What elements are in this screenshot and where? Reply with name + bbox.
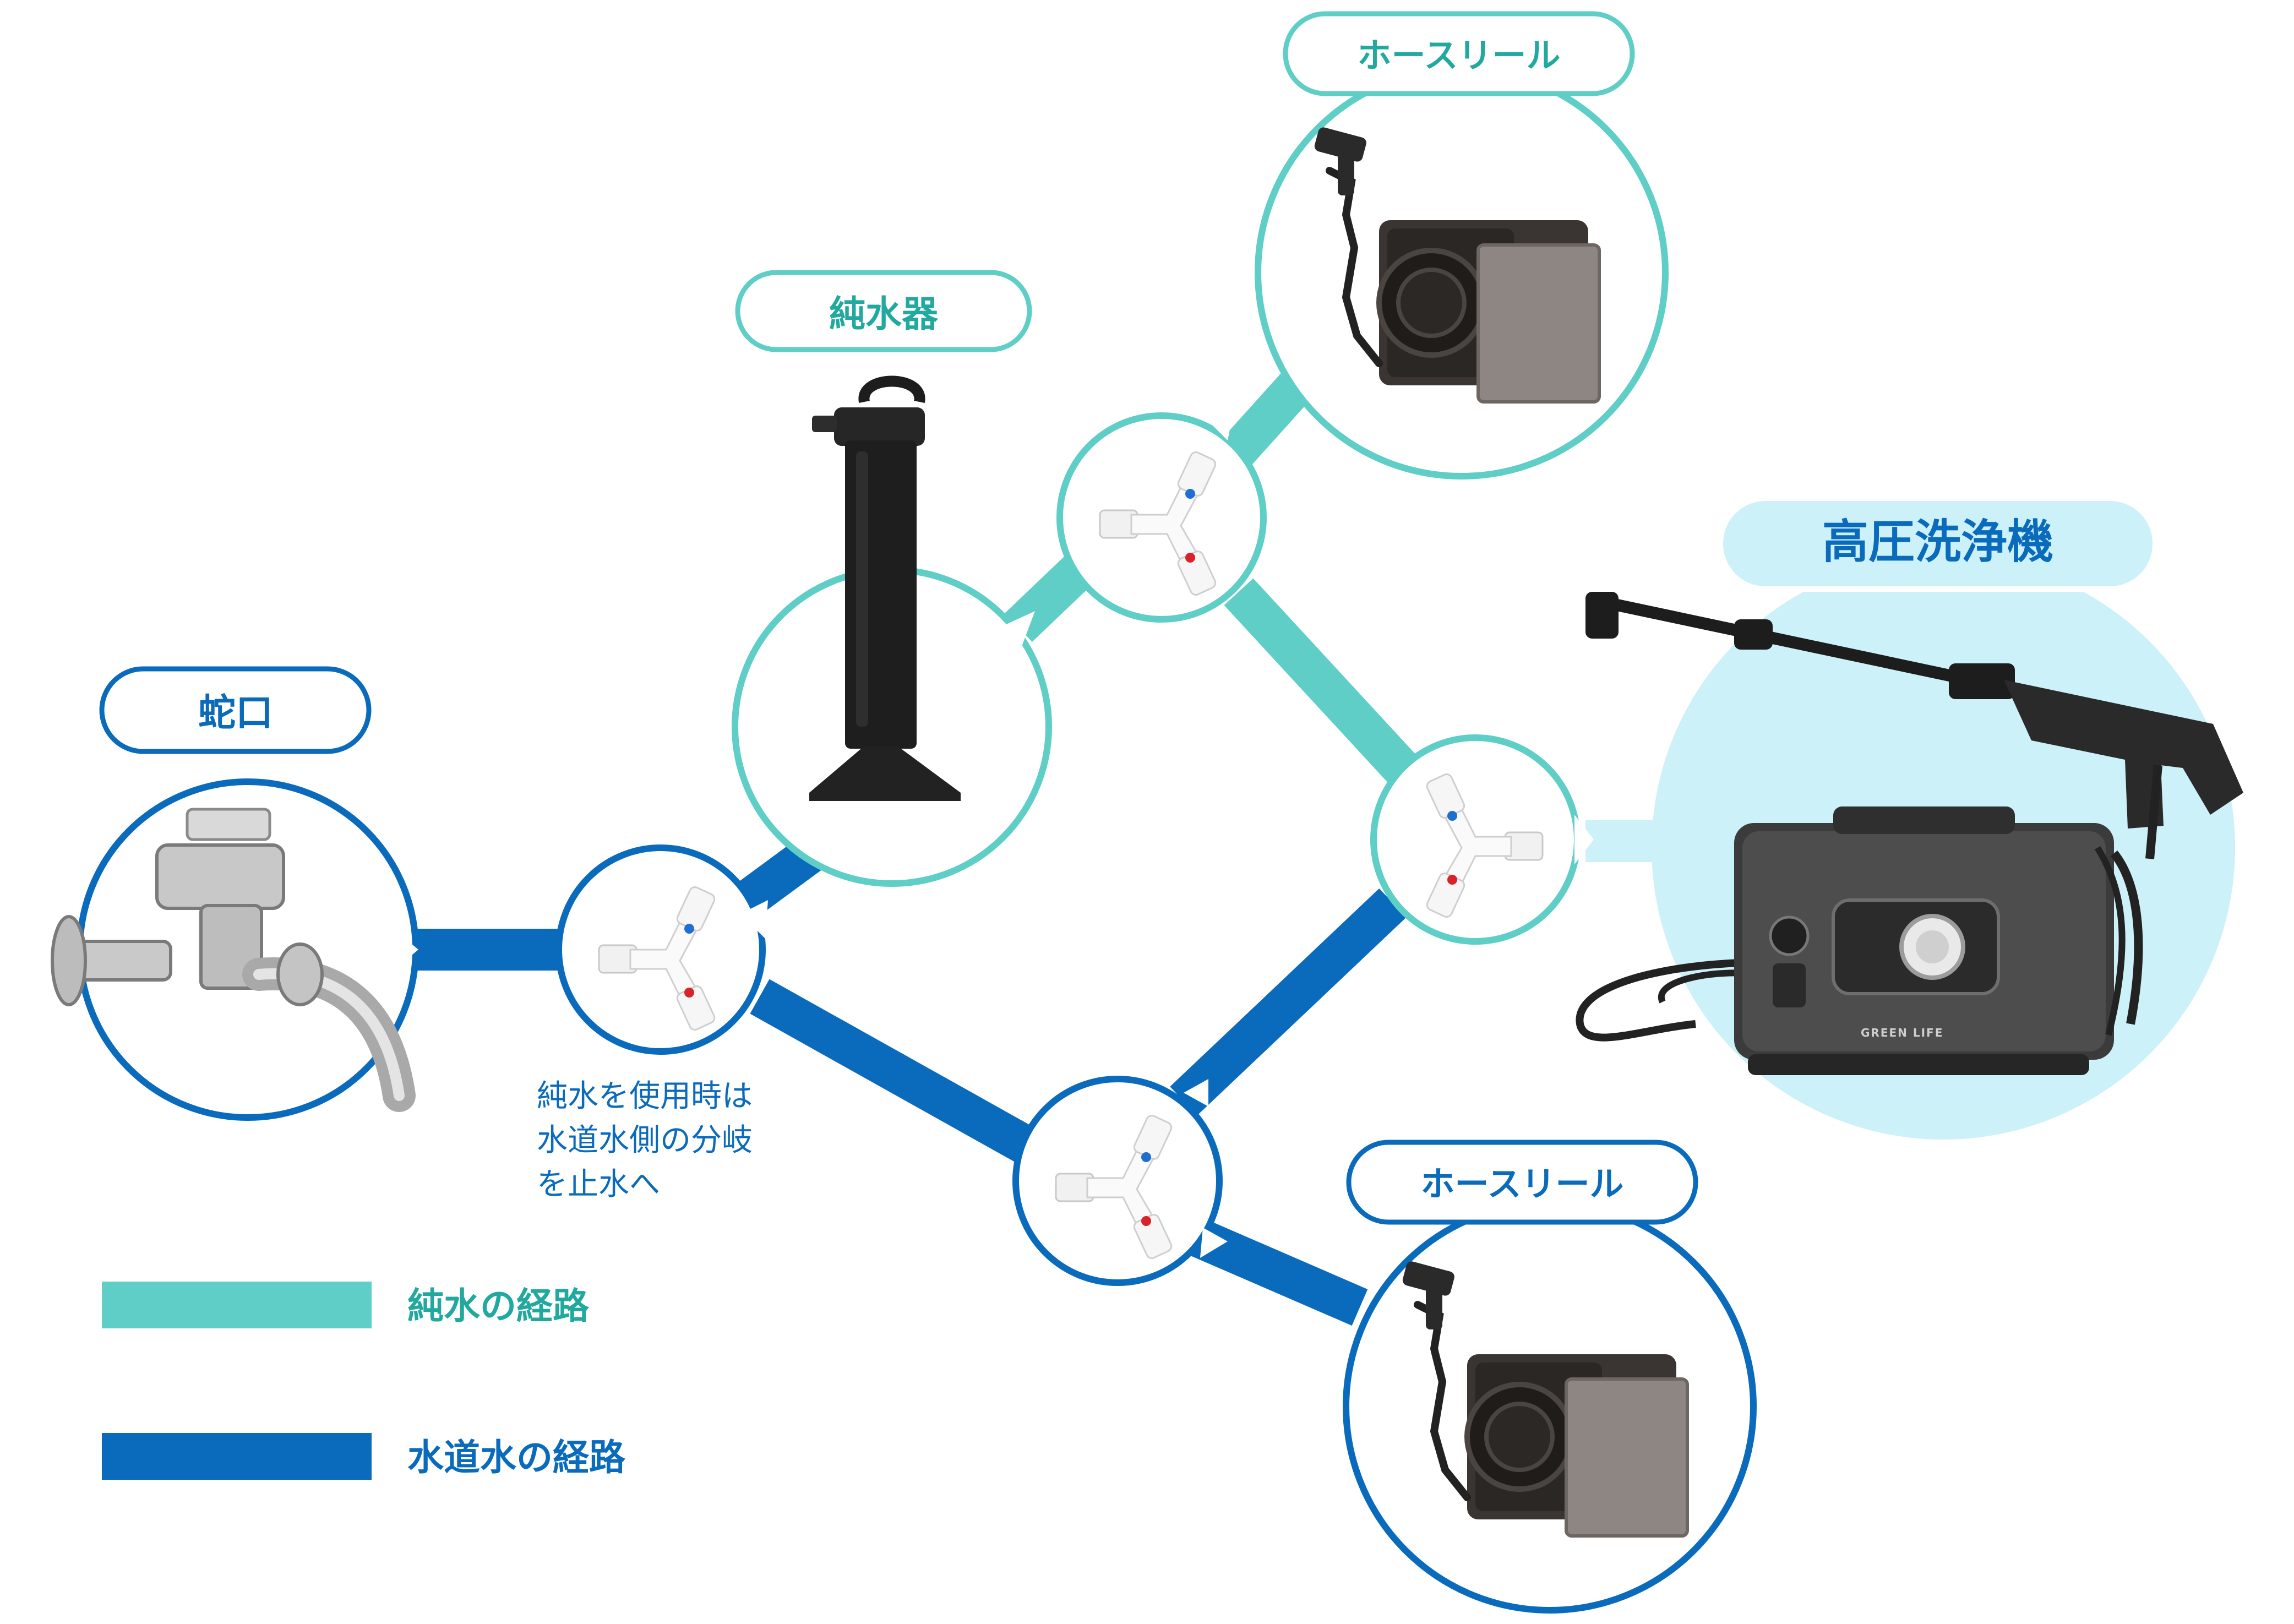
- pressure-washer-label: 高圧洗浄機: [1822, 515, 2053, 569]
- splitter-1-node: [555, 844, 768, 1055]
- note-line-2: 水道水側の分岐: [537, 1122, 753, 1158]
- hose-reel-top-label: ホースリール: [1358, 35, 1561, 75]
- pressure-washer-label-pill: [1718, 495, 2158, 592]
- route-splitter-4-to-hose-reel-bottom: [1186, 1217, 1368, 1326]
- shutoff-note: 純水を使用時は 水道水側の分岐 を止水へ: [537, 1078, 753, 1202]
- route-faucet-to-splitter-1: [394, 929, 559, 971]
- purifier-label: 純水器: [829, 293, 939, 335]
- legend-swatch-pure-water: [102, 1282, 372, 1328]
- faucet-label-pill: [99, 666, 372, 754]
- legend-label-tap-water: 水道水の経路: [407, 1436, 626, 1479]
- faucet-icon: [51, 808, 416, 1112]
- hose-reel-bottom-node: ホースリール: [1343, 1140, 1757, 1614]
- legend-label-pure-water: 純水の経路: [407, 1285, 590, 1327]
- pressure-washer-brand: GREEN LIFE: [1861, 1026, 1943, 1039]
- splitter-2-node: [1056, 412, 1267, 623]
- splitter-4-node: [1012, 1076, 1228, 1286]
- purifier-node: 純水器: [732, 270, 1052, 887]
- hose-reel-top-node: ホースリール: [1255, 11, 1669, 479]
- hose-reel-bottom-label-pill: [1346, 1140, 1698, 1225]
- route-splitter-2-to-splitter-3: [1224, 578, 1419, 784]
- note-line-1: 純水を使用時は: [537, 1078, 753, 1114]
- hose-reel-top-label-pill: [1283, 11, 1635, 96]
- purifier-label-pill: [735, 270, 1032, 352]
- hose-reel-bottom-label: ホースリール: [1421, 1164, 1624, 1204]
- route-splitter-4-to-splitter-3: [1170, 888, 1407, 1116]
- faucet-node: 蛇口: [51, 666, 419, 1121]
- legend-swatch-tap-water: [102, 1433, 372, 1480]
- water-purifier-icon: [809, 375, 961, 801]
- pressure-washer-node: GREEN LIFE 高圧洗浄機: [1576, 495, 2243, 1140]
- note-line-3: を止水へ: [537, 1167, 660, 1202]
- route-splitter-1-to-splitter-4: [750, 979, 1045, 1168]
- pressure-washer-icon: GREEN LIFE: [1576, 592, 2243, 1075]
- faucet-label: 蛇口: [198, 691, 273, 735]
- splitter-3-node: [1370, 734, 1594, 945]
- tap-water-routes: [394, 826, 1407, 1326]
- legend: 純水の経路 水道水の経路: [102, 1282, 626, 1480]
